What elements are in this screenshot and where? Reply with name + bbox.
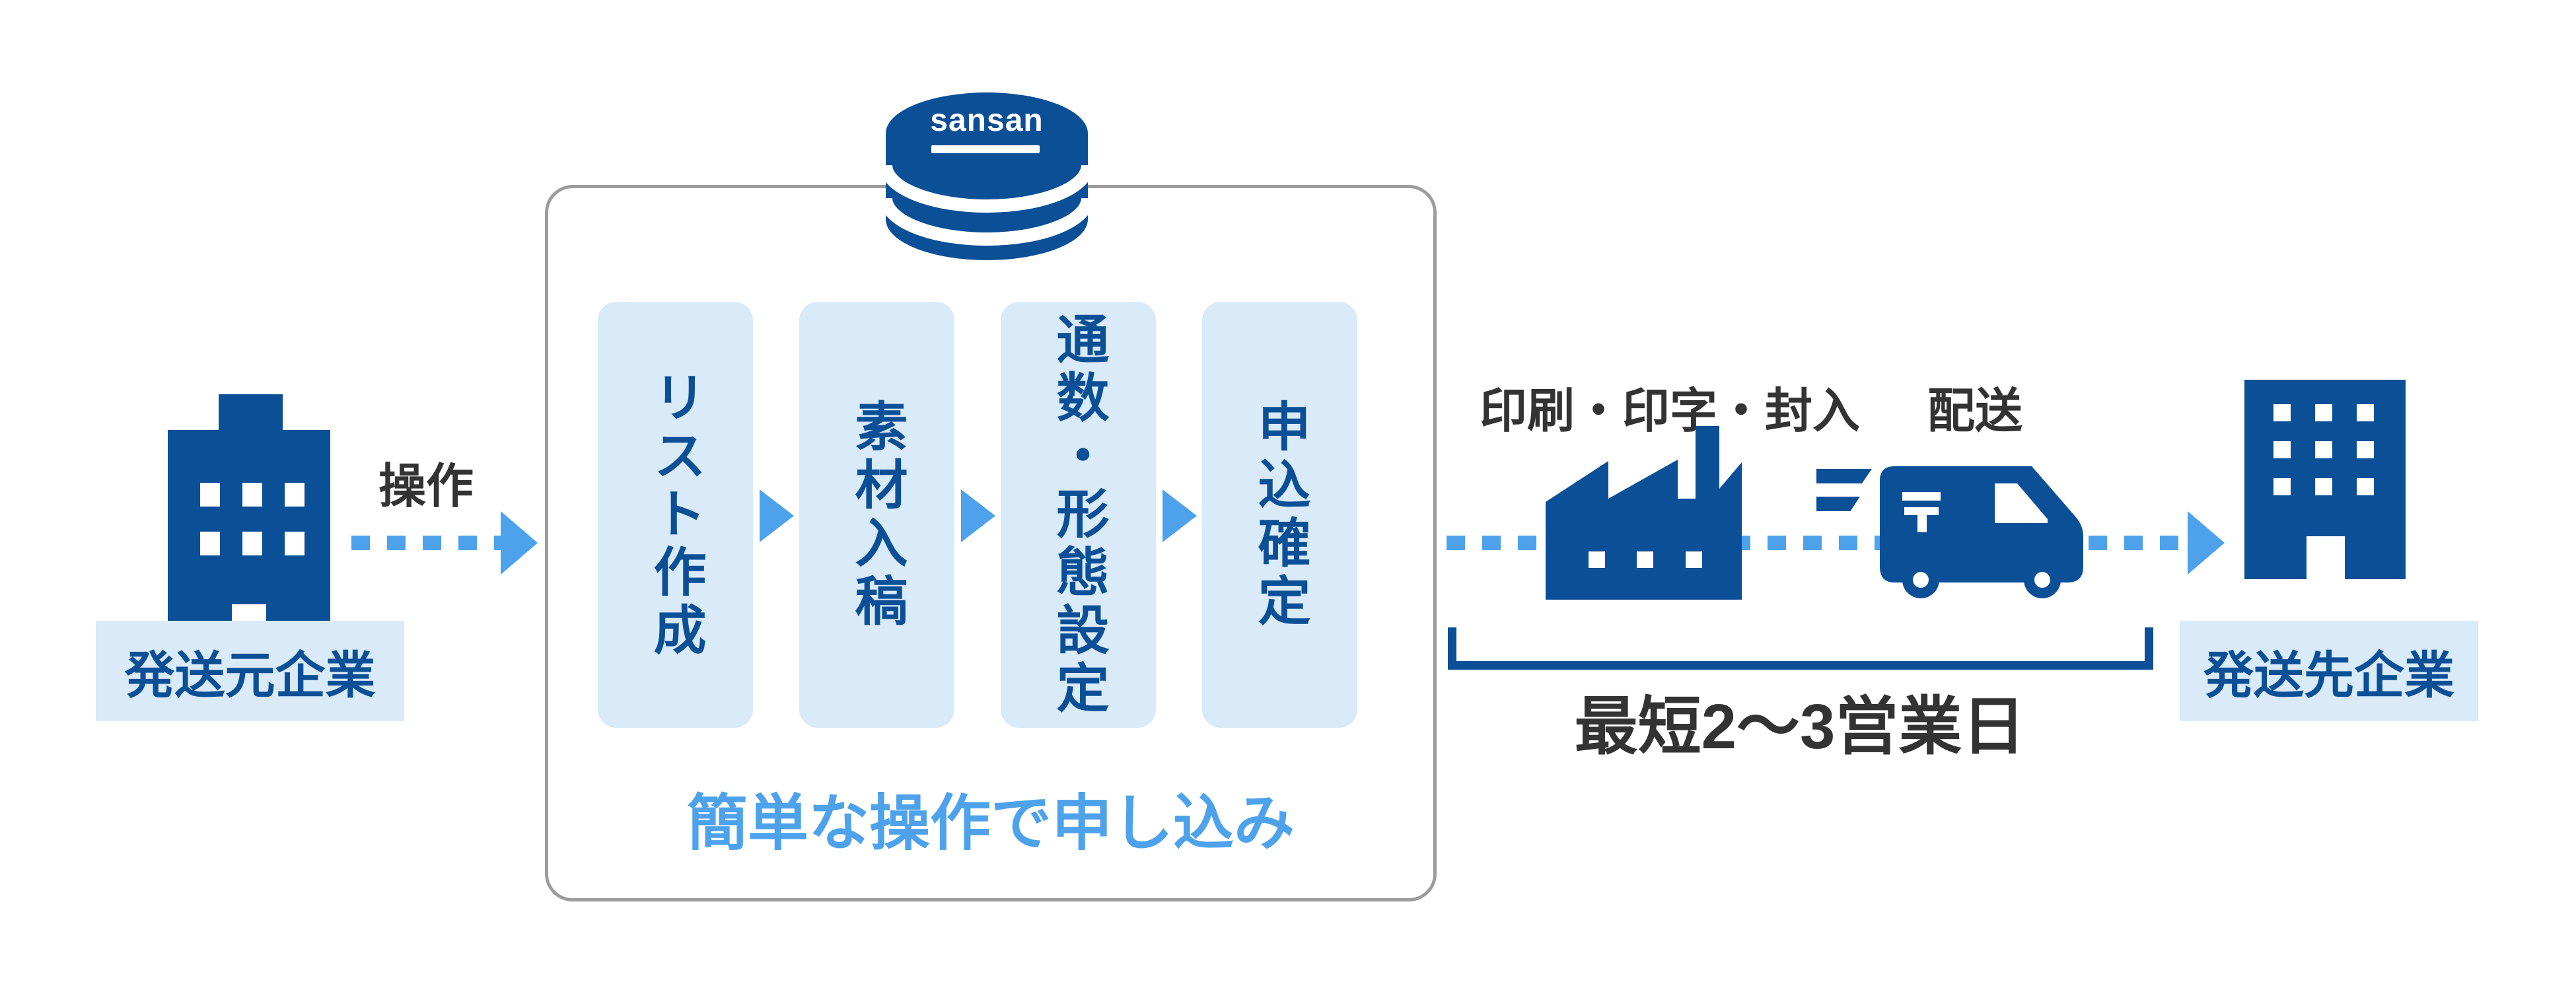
print-insert-label: 印刷・印字・封入 <box>1480 385 1861 438</box>
step-label: 通数・形態設定 <box>1049 311 1108 719</box>
destination-building-icon <box>2244 380 2406 581</box>
speed-line-icon <box>1816 497 1860 511</box>
step-arrow-icon <box>760 489 794 542</box>
flow-arrow-2-head-icon <box>2188 511 2225 575</box>
source-company-label-box: 発送元企業 <box>96 621 404 721</box>
step-label: 申込確定 <box>1250 398 1310 631</box>
source-company-label: 発送元企業 <box>124 648 376 704</box>
step-box-material-submission: 素材入稿 <box>799 302 954 728</box>
easy-apply-caption: 簡単な操作で申し込み <box>686 790 1295 857</box>
operation-label: 操作 <box>378 460 474 513</box>
postal-mark-icon <box>1902 492 1941 532</box>
step-arrow-icon <box>961 489 995 542</box>
step-arrow-icon <box>1163 489 1197 542</box>
sansan-database-icon: sansan <box>884 92 1090 260</box>
step-box-count-format: 通数・形態設定 <box>1001 302 1156 728</box>
delivery-truck-icon <box>1880 466 2083 598</box>
flow-arrow-1-dashes <box>351 536 501 550</box>
step-label: 素材入稿 <box>847 398 907 631</box>
lead-time-label: 最短2～3営業日 <box>1574 691 2026 762</box>
destination-company-label-box: 発送先企業 <box>2180 621 2478 721</box>
delivery-label: 配送 <box>1927 385 2022 438</box>
flow-arrow-1-head-icon <box>501 511 538 575</box>
step-label: リスト作成 <box>646 369 705 660</box>
destination-company-label: 発送先企業 <box>2203 648 2454 704</box>
sansan-logo-text: sansan <box>930 103 1043 138</box>
speed-line-icon <box>1816 469 1872 483</box>
factory-icon <box>1546 426 1742 600</box>
step-box-order-confirm: 申込確定 <box>1202 302 1357 728</box>
lead-time-bracket <box>1448 627 2153 670</box>
step-box-list-creation: リスト作成 <box>598 302 753 728</box>
